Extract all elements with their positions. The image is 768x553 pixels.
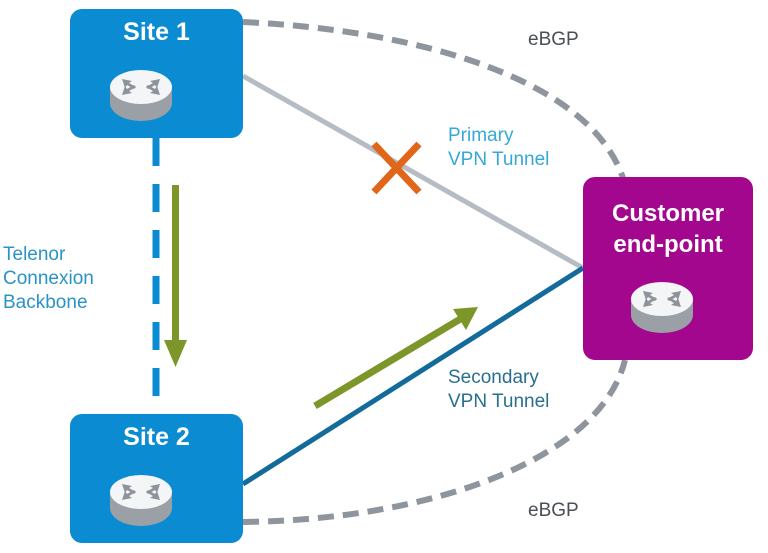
router-icon: [110, 475, 172, 526]
ebgp-top-link: [242, 19, 626, 179]
traffic-arrow-down: [164, 185, 187, 367]
secondary-label-line: VPN Tunnel: [448, 391, 550, 412]
secondary-vpn-tunnel: [241, 265, 585, 487]
failure-x-icon: [371, 141, 422, 195]
backbone-label: Telenor Connexion Backbone: [3, 243, 94, 315]
router-icon: [631, 282, 693, 333]
traffic-arrow-diagonal: [313, 307, 478, 410]
customer-title-line-2: end-point: [613, 231, 723, 258]
secondary-tunnel-label: Secondary VPN Tunnel: [448, 366, 549, 414]
site-1-node: Site 1: [70, 9, 243, 138]
primary-label-line: Primary: [448, 125, 514, 146]
site-2-node: Site 2: [70, 414, 243, 543]
ebgp-bottom-label: eBGP: [528, 500, 579, 521]
primary-label-line: VPN Tunnel: [448, 149, 550, 170]
site-1-title: Site 1: [123, 18, 190, 46]
secondary-label-line: Secondary: [448, 367, 539, 388]
router-icon: [110, 70, 172, 121]
backbone-label-line: Connexion: [3, 268, 94, 289]
customer-title-line-1: Customer: [611, 200, 725, 227]
customer-endpoint-title: Customer end-point: [583, 198, 753, 260]
backbone-label-line: Backbone: [3, 292, 88, 313]
customer-endpoint-node: Customer end-point: [583, 177, 753, 360]
ebgp-bottom-link: [242, 359, 628, 525]
site-2-title: Site 2: [123, 423, 190, 451]
primary-vpn-tunnel: [241, 73, 585, 271]
backbone-label-line: Telenor: [3, 244, 66, 265]
ebgp-top-label: eBGP: [528, 29, 579, 50]
primary-tunnel-label: Primary VPN Tunnel: [448, 124, 549, 172]
